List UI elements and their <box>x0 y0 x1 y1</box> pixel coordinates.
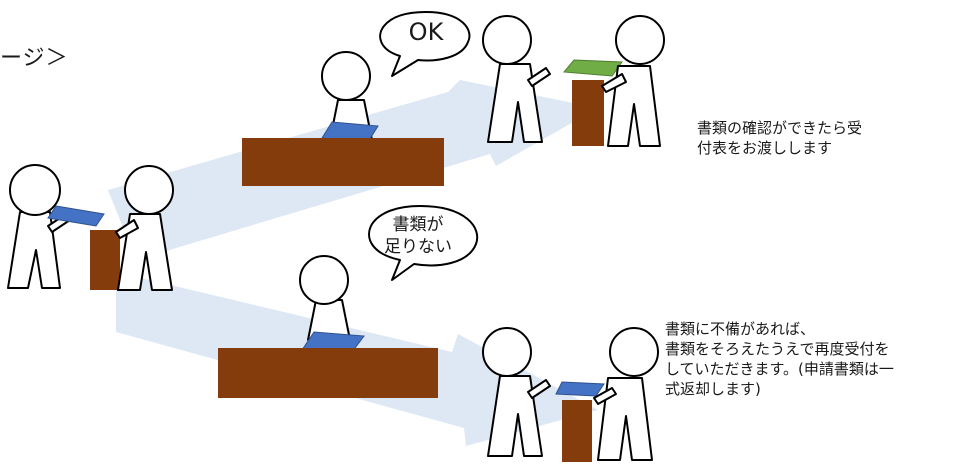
speech-bubble-ok <box>379 11 471 77</box>
applicant-figure <box>7 164 71 289</box>
applicant-figure-upper-right <box>601 15 665 147</box>
desk-lower <box>218 348 438 398</box>
small-counter-lower-right <box>562 400 592 462</box>
desk-upper <box>242 138 444 186</box>
speech-bubble-missing <box>368 205 479 281</box>
section-header: ージ＞ <box>0 46 69 71</box>
receptionist-figure <box>115 165 174 291</box>
clerk-figure-lower <box>299 255 351 341</box>
small-counter-upper-right <box>572 80 604 146</box>
applicant-figure-lower-right <box>482 327 551 457</box>
receptionist-figure-lower-right <box>593 327 659 461</box>
speech-missing-line-1: 書類が <box>392 215 444 235</box>
application-document <box>47 205 105 227</box>
speech-missing-text: 書類が 足りない <box>362 214 474 258</box>
small-counter <box>90 230 120 290</box>
returned-documents <box>555 381 605 397</box>
receptionist-figure-upper-right <box>482 15 551 143</box>
caption-rejected: 書類に不備があれば、 書類をそろえたうえで再度受付を していただきます。(申請書… <box>665 320 894 398</box>
caption-accepted: 書類の確認ができたら受 付表をお渡しします <box>697 119 863 157</box>
receipt-slip <box>563 59 623 77</box>
speech-missing-line-2: 足りない <box>384 237 452 257</box>
speech-ok-text: OK <box>408 18 444 46</box>
